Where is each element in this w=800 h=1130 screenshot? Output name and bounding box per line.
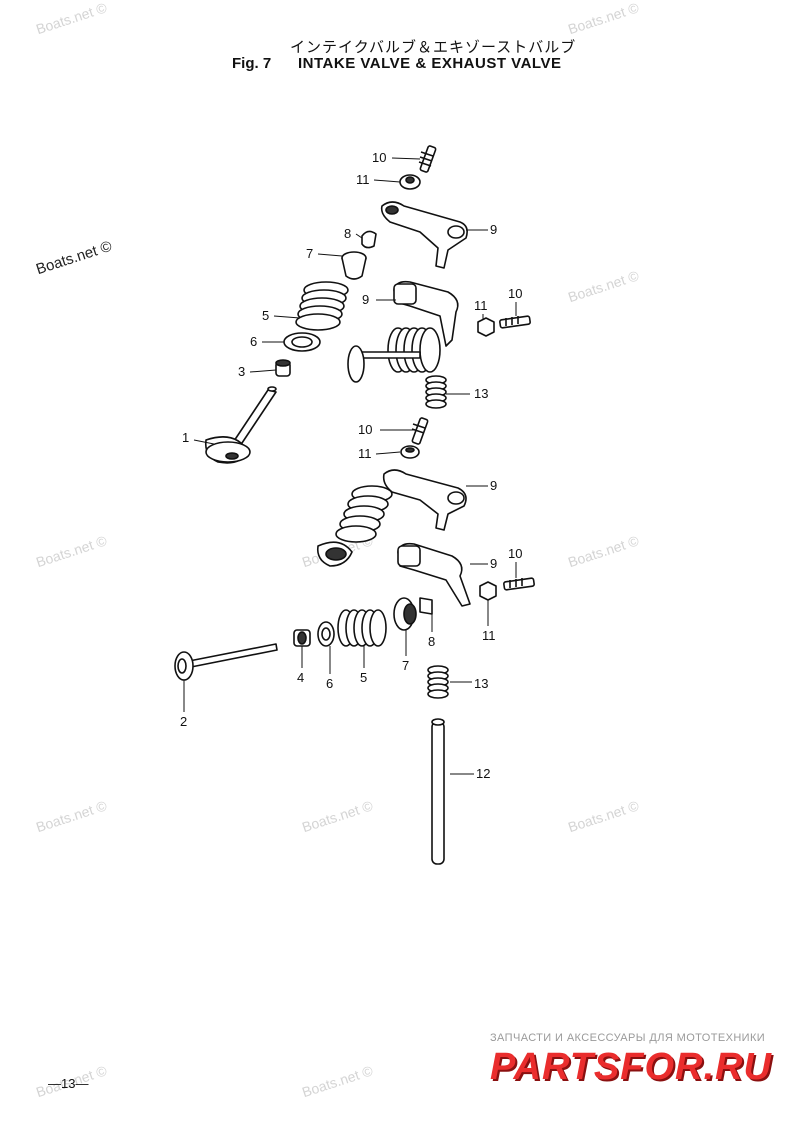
spring-retainer-part bbox=[393, 597, 417, 631]
callout-13: 13 bbox=[474, 386, 489, 401]
callout-4: 4 bbox=[297, 670, 305, 685]
lock-nut-part bbox=[477, 317, 495, 337]
page-number: —13— bbox=[48, 1076, 89, 1091]
callout-3: 3 bbox=[238, 364, 246, 379]
valve-spring-part bbox=[337, 609, 387, 647]
callout-8: 8 bbox=[344, 226, 352, 241]
adjusting-screw-part bbox=[418, 145, 437, 173]
spring-seat-part bbox=[283, 332, 321, 352]
intake-valve-part bbox=[204, 386, 277, 464]
callout-5: 5 bbox=[262, 308, 270, 323]
callout-11: 11 bbox=[482, 628, 496, 643]
callout-6: 6 bbox=[326, 676, 334, 691]
brand-logo[interactable]: PARTSFOR.RU bbox=[490, 1046, 772, 1088]
callout-9: 9 bbox=[490, 222, 498, 237]
valve-cotter-part bbox=[361, 230, 377, 249]
lock-nut-part bbox=[399, 174, 421, 190]
valve-spring-part bbox=[316, 485, 393, 567]
callout-1: 1 bbox=[182, 430, 190, 445]
callout-11: 11 bbox=[358, 446, 372, 461]
spring-seat-part bbox=[317, 621, 335, 647]
lock-nut-part bbox=[479, 581, 497, 601]
callout-10: 10 bbox=[508, 546, 523, 561]
adjusting-screw-part bbox=[499, 315, 531, 329]
callout-10: 10 bbox=[358, 422, 373, 437]
leader-lines bbox=[183, 157, 517, 775]
callout-6: 6 bbox=[250, 334, 258, 349]
rocker-arm-part bbox=[382, 469, 467, 531]
rocker-arm-part bbox=[393, 280, 459, 347]
pushrod-part bbox=[431, 718, 445, 865]
rocker-arm-part bbox=[380, 201, 468, 269]
callout-10: 10 bbox=[508, 286, 523, 301]
stem-seal-part bbox=[293, 629, 311, 647]
figure-number: Fig. 7 bbox=[232, 55, 272, 72]
lock-nut-part bbox=[400, 445, 420, 459]
exhaust-valve-part bbox=[174, 643, 278, 681]
brand-tagline: ЗАПЧАСТИ И АКСЕССУАРЫ ДЛЯ МОТОТЕХНИКИ bbox=[490, 1032, 766, 1044]
callout-8: 8 bbox=[428, 634, 436, 649]
callout-12: 12 bbox=[476, 766, 491, 781]
callout-13: 13 bbox=[474, 676, 489, 691]
adjusting-screw-part bbox=[503, 577, 535, 591]
callout-9: 9 bbox=[490, 556, 498, 571]
adjusting-screw-part bbox=[411, 417, 429, 445]
pushrod-spring-part bbox=[427, 665, 449, 699]
callout-7: 7 bbox=[402, 658, 410, 673]
callout-10: 10 bbox=[372, 150, 387, 165]
callout-9: 9 bbox=[490, 478, 498, 493]
rocker-arm-part bbox=[397, 542, 471, 607]
figure-title: INTAKE VALVE & EXHAUST VALVE bbox=[298, 55, 562, 72]
pushrod-spring-part bbox=[425, 375, 447, 409]
callout-9: 9 bbox=[362, 292, 370, 307]
valve-spring-part bbox=[295, 281, 349, 331]
callout-5: 5 bbox=[360, 670, 368, 685]
figure-title-japanese: インテイクバルブ＆エキゾーストバルブ bbox=[290, 38, 577, 56]
spring-retainer-part bbox=[341, 251, 367, 280]
callout-11: 11 bbox=[356, 172, 370, 187]
stem-seal-part bbox=[275, 359, 291, 377]
callout-7: 7 bbox=[306, 246, 314, 261]
valve-cotter-part bbox=[419, 597, 433, 615]
exhaust-spring-part bbox=[347, 327, 441, 383]
callout-2: 2 bbox=[180, 714, 188, 729]
callout-11: 11 bbox=[474, 298, 488, 313]
